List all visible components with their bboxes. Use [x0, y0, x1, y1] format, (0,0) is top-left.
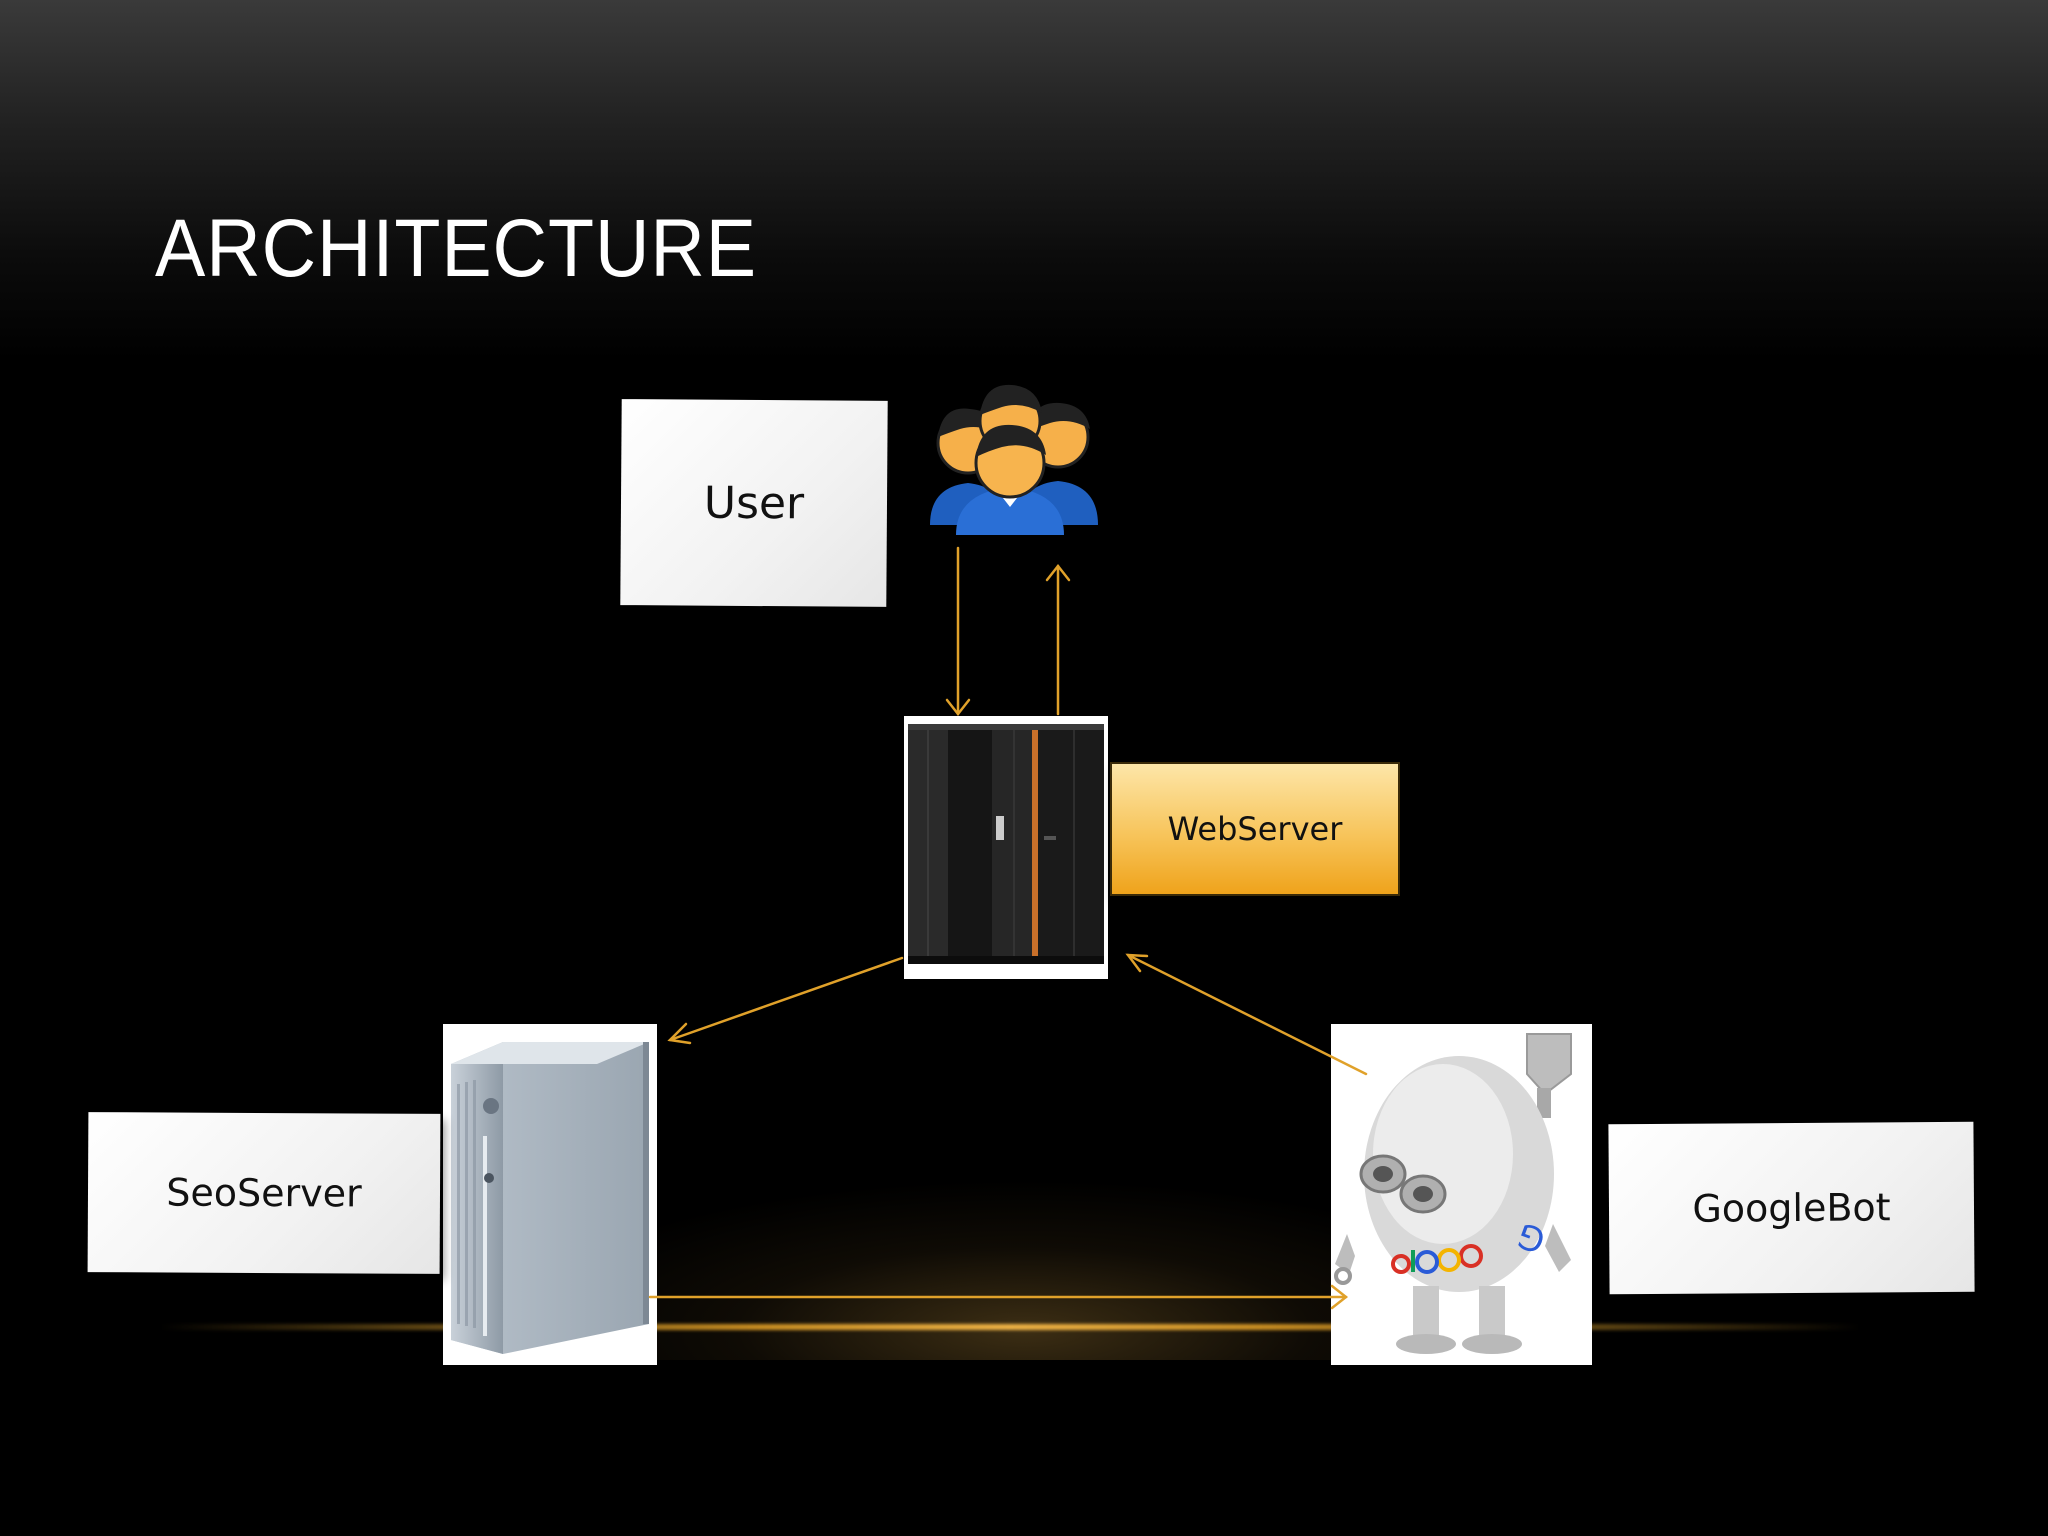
mainframe-server-icon: [904, 716, 1108, 979]
arrow-googlebot-to-webserver: [1125, 953, 1368, 1076]
webserver-note: WebServer: [1110, 762, 1400, 896]
arrow-seoserver-to-googlebot: [648, 1284, 1349, 1310]
users-group-icon: [910, 375, 1120, 535]
slide-title: ARCHITECTURE: [155, 203, 758, 294]
arrow-webserver-to-user: [1045, 563, 1071, 716]
user-figure-front: [956, 424, 1064, 535]
arrow-webserver-to-seoserver: [667, 956, 904, 1045]
arrow-user-to-webserver: [945, 546, 971, 717]
google-robot-icon: G: [1331, 1024, 1592, 1365]
floor-glow-line: [160, 1324, 1860, 1330]
tower-server-icon: [443, 1024, 657, 1365]
webserver-label: WebServer: [1167, 810, 1343, 848]
